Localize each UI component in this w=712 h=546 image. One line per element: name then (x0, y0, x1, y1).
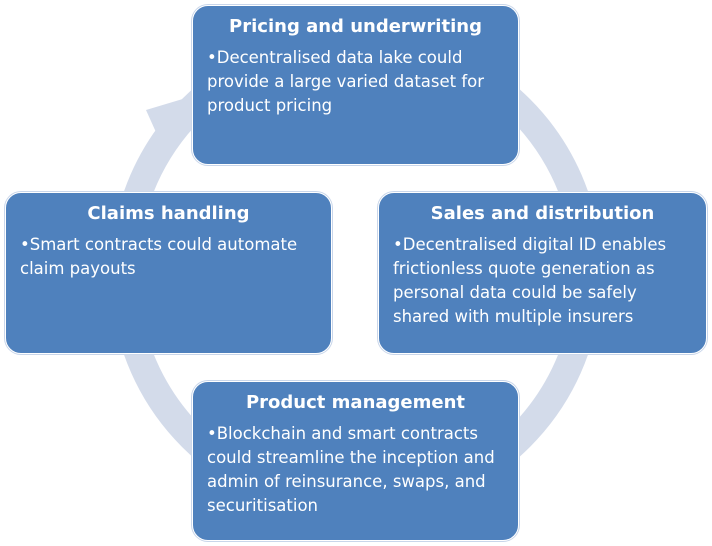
node-title: Product management (245, 392, 465, 413)
node-claims-handling: Claims handling •Smart contracts could a… (5, 192, 332, 354)
node-body: •Decentralised digital ID enables fricti… (393, 235, 667, 326)
cycle-arrowhead-icon (146, 98, 186, 150)
node-body: •Smart contracts could automate claim pa… (20, 235, 298, 278)
node-body: •Blockchain and smart contracts could st… (207, 424, 495, 515)
node-title: Claims handling (87, 203, 250, 224)
node-product-management: Product management •Blockchain and smart… (192, 381, 519, 541)
node-sales-distribution: Sales and distribution •Decentralised di… (378, 192, 707, 354)
node-title: Sales and distribution (430, 203, 655, 224)
node-body: •Decentralised data lake could provide a… (207, 48, 485, 115)
node-pricing-underwriting: Pricing and underwriting •Decentralised … (192, 5, 519, 165)
node-title: Pricing and underwriting (229, 16, 482, 37)
